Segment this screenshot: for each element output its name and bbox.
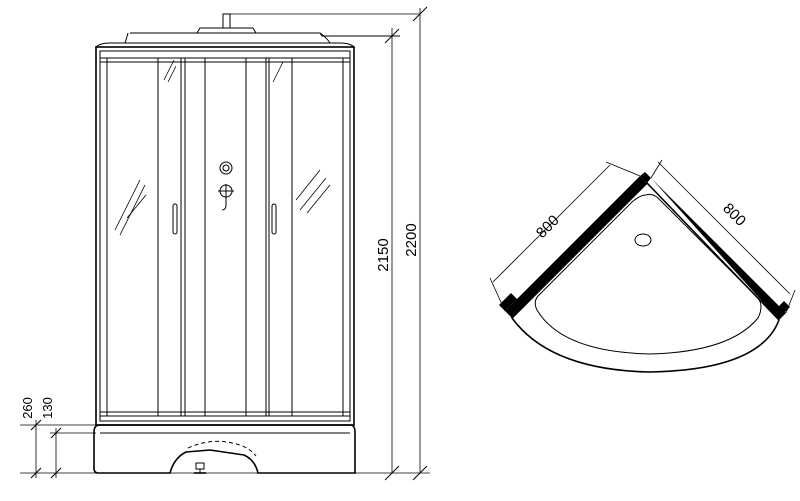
dimension-800-left: 800 bbox=[490, 162, 640, 311]
dimension-800-right: 800 bbox=[651, 160, 795, 313]
dim-800-right-label: 800 bbox=[719, 200, 749, 230]
dimension-260: 260 bbox=[20, 397, 96, 478]
dim-2150-label: 2150 bbox=[375, 238, 392, 271]
glass-reflections bbox=[115, 60, 330, 235]
plan-view: 800 800 bbox=[490, 160, 795, 372]
shower-tray bbox=[94, 425, 355, 473]
front-view bbox=[94, 14, 420, 473]
dimension-2200: 2200 bbox=[403, 7, 427, 480]
cabin-frame bbox=[96, 47, 354, 425]
dim-260-label: 260 bbox=[20, 397, 35, 419]
top-pipe bbox=[197, 14, 420, 33]
roof bbox=[96, 33, 400, 47]
dim-130-label: 130 bbox=[40, 397, 55, 419]
dimension-2150: 2150 bbox=[356, 28, 400, 480]
door-handles bbox=[173, 204, 276, 234]
mixer-controls bbox=[218, 162, 234, 210]
dimension-130: 130 bbox=[40, 397, 96, 478]
plan-drain bbox=[635, 234, 651, 246]
dim-2200-label: 2200 bbox=[403, 223, 420, 256]
